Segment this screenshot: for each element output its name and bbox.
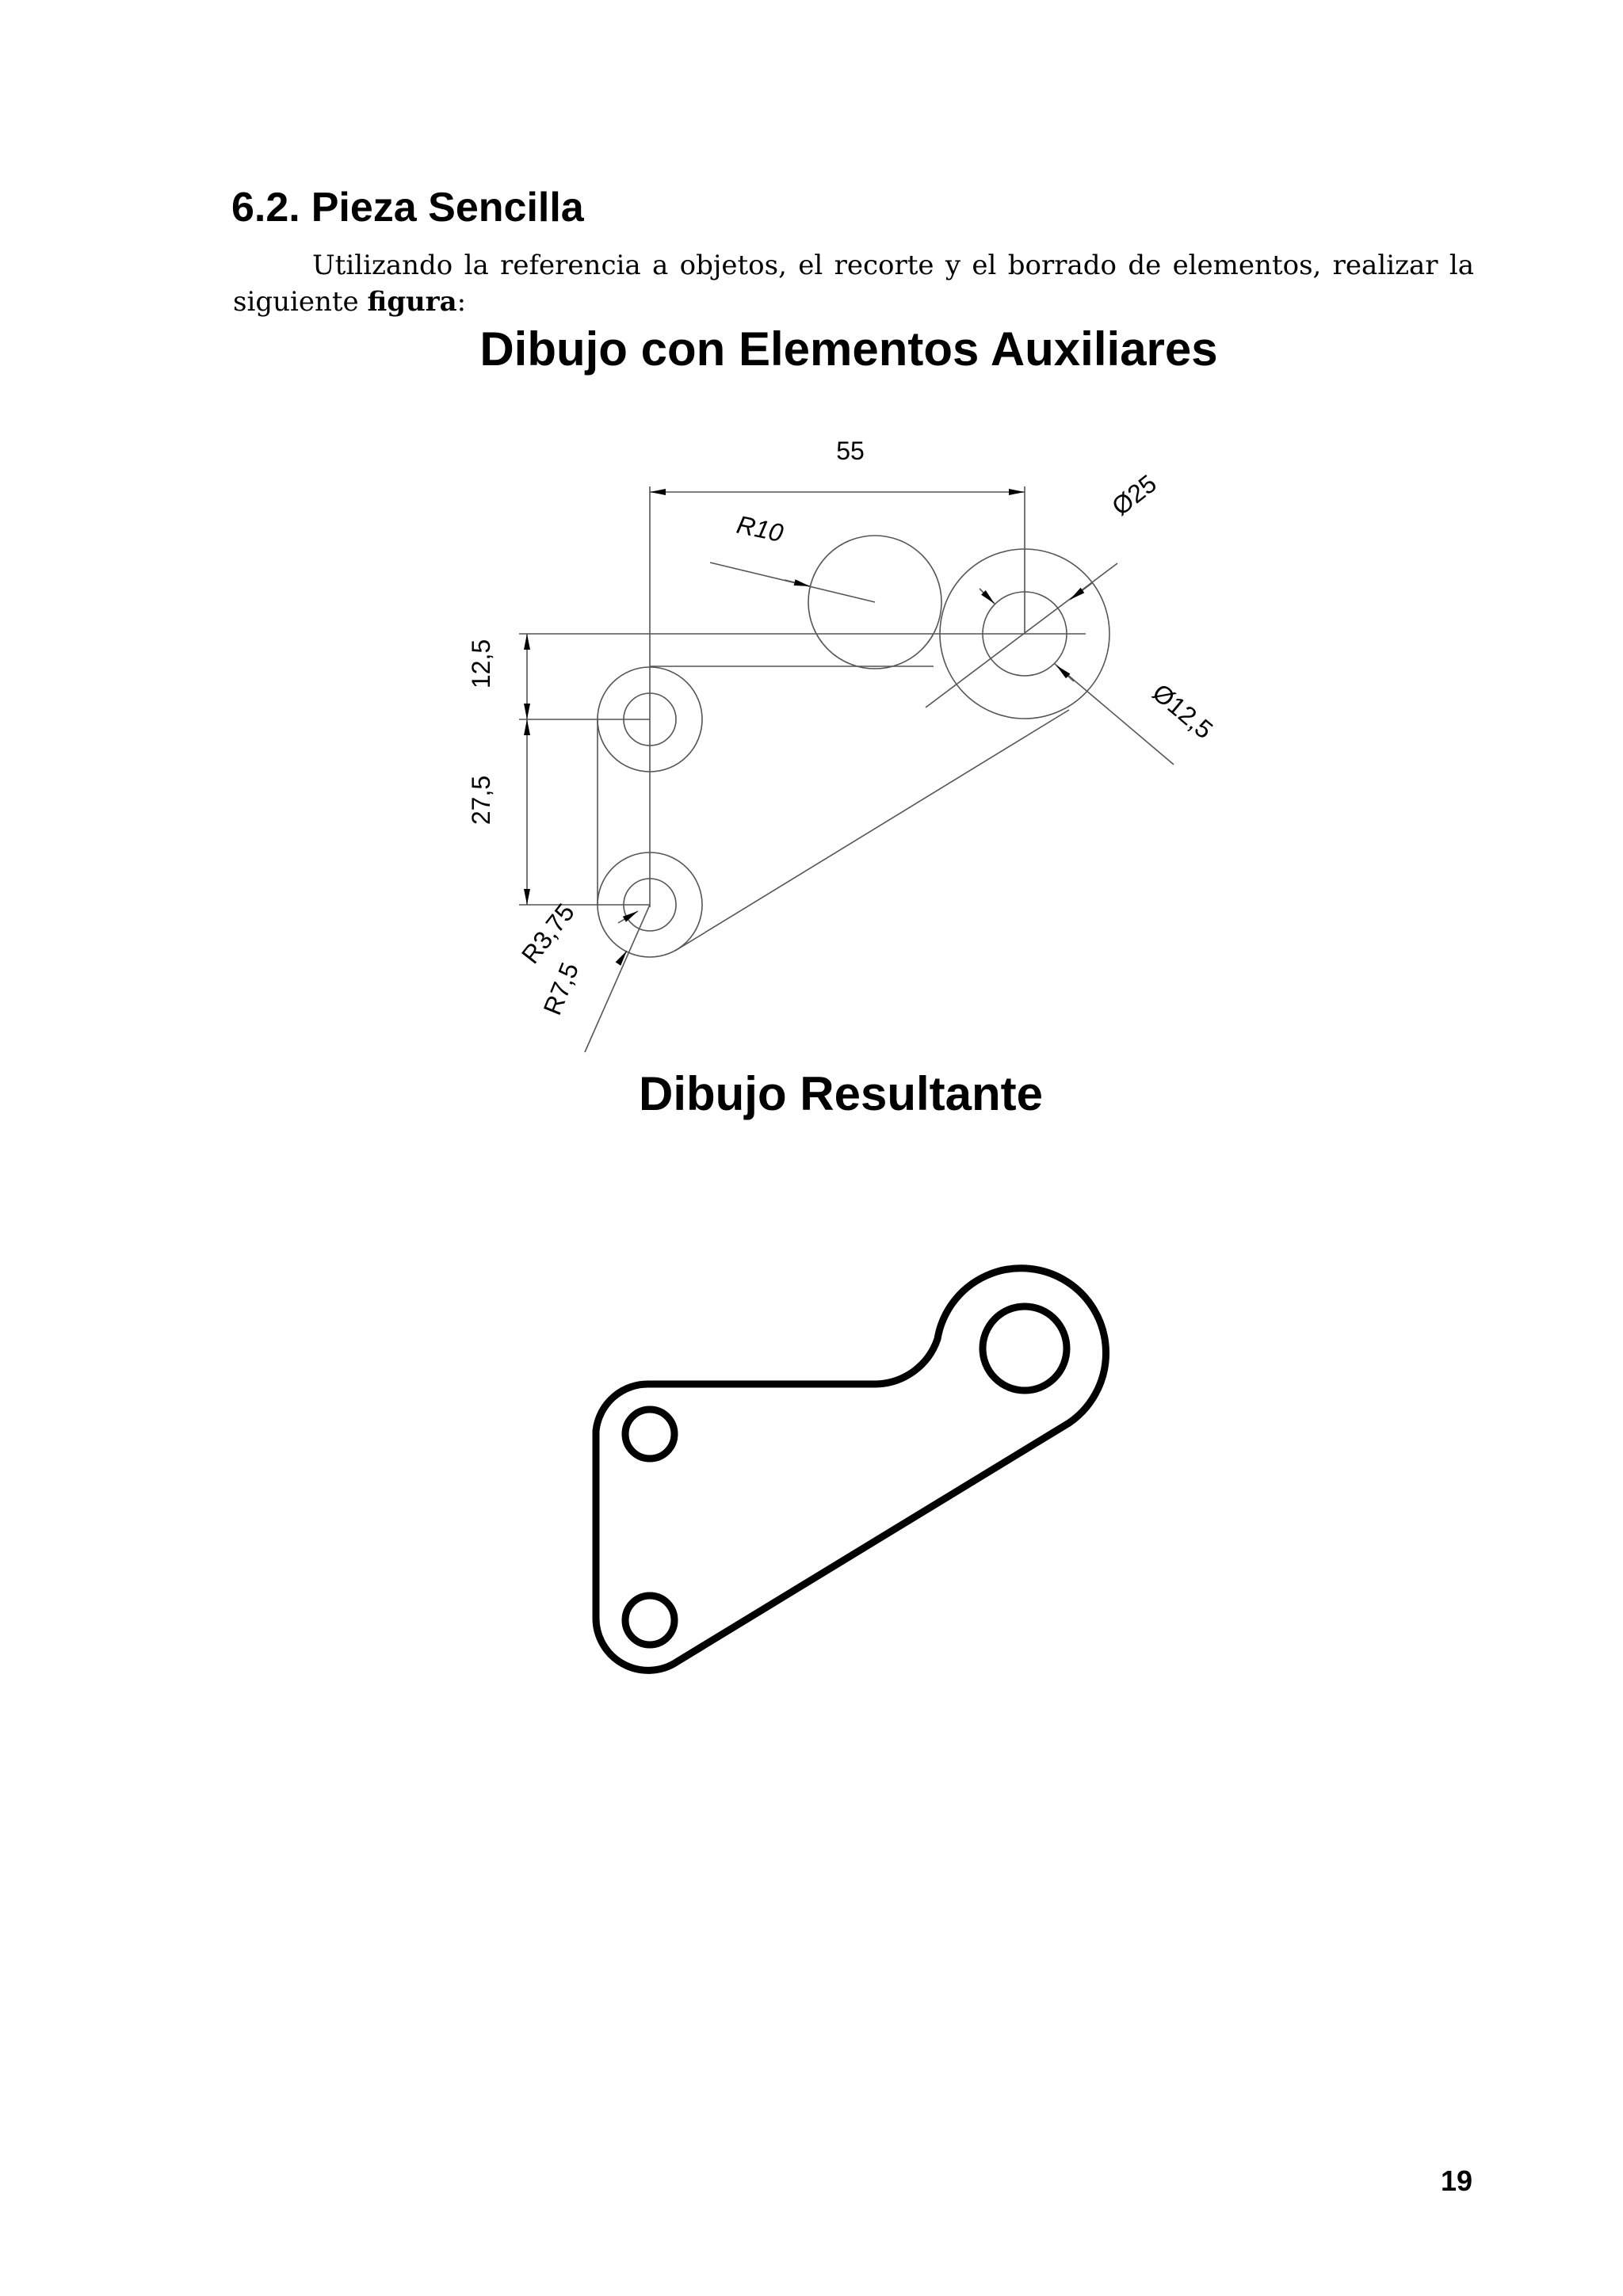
dimension-label-r10: R10 <box>735 510 786 547</box>
leader-d12-5 <box>1054 663 1174 765</box>
arrow-d12-5-lower <box>1056 665 1075 682</box>
tangent-line-diagonal <box>674 709 1070 952</box>
auxiliary-geometry <box>519 486 1174 1053</box>
outer-circle-bottom <box>597 852 703 958</box>
radius-leader-bottom <box>584 904 651 1053</box>
dimension-label-r3-75: R3,75 <box>516 898 580 969</box>
page-number: 19 <box>1441 2164 1473 2197</box>
arrow-r7-5 <box>615 950 628 966</box>
arrow-r10 <box>784 579 811 587</box>
inner-circle-middle <box>623 692 677 746</box>
paragraph-text-end: : <box>456 286 467 318</box>
dimension-label-d25: Ø25 <box>1106 469 1162 521</box>
resulting-drawing <box>592 1264 1110 1674</box>
auxiliary-drawing-title: Dibujo con Elementos Auxiliares <box>479 322 1218 376</box>
section-number: 6.2. <box>231 185 300 231</box>
paragraph-text: Utilizando la referencia a objetos, el r… <box>233 250 1474 318</box>
instruction-paragraph: Utilizando la referencia a objetos, el r… <box>233 247 1474 320</box>
outer-circle-right <box>939 548 1110 719</box>
dimension-label-12-5: 12,5 <box>467 639 495 688</box>
hole-bottom-left <box>621 1592 678 1649</box>
arrow-r3-75 <box>617 910 639 924</box>
dimension-label-27-5: 27,5 <box>467 776 495 825</box>
section-title: Pieza Sencilla <box>311 185 584 231</box>
inner-circle-right <box>982 591 1067 677</box>
auxiliary-circle-r10 <box>808 535 942 669</box>
dimension-label-r7-5: R7,5 <box>537 959 584 1019</box>
section-heading: 6.2.Pieza Sencilla <box>231 184 584 231</box>
inner-circle-bottom <box>623 878 677 932</box>
part-outline <box>592 1264 1110 1674</box>
arrow-d25 <box>1069 582 1093 601</box>
resulting-drawing-title: Dibujo Resultante <box>638 1067 1044 1120</box>
paragraph-bold-word: figura <box>367 286 457 318</box>
outer-circle-middle <box>597 666 703 772</box>
dimension-label-55: 55 <box>836 437 865 465</box>
hole-right <box>979 1302 1071 1394</box>
hole-top-left <box>621 1405 678 1463</box>
arrow-d12-5-upper <box>979 588 995 605</box>
dimension-label-d12-5: Ø12,5 <box>1148 678 1219 745</box>
